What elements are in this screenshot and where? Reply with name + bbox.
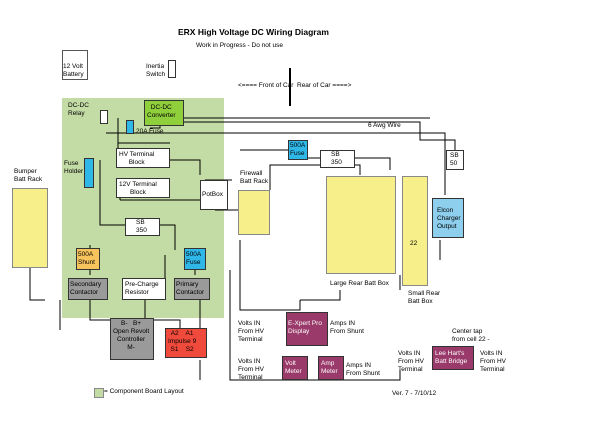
shunt-500a-label: 500A Shunt xyxy=(78,251,95,266)
fuse-20a-label: 20A Fuse xyxy=(136,128,164,135)
sb350-top-label: SB 350 xyxy=(331,151,342,166)
v12-terminal-block xyxy=(116,178,170,198)
sb50-label: SB 50 xyxy=(450,152,459,167)
secondary-contactor xyxy=(68,278,108,300)
fuse-500a-top xyxy=(288,140,308,160)
lee-hart-left-label: Volts IN From HV Terminal xyxy=(398,350,424,373)
version-label: Ver. 7 - 7/10/12 xyxy=(392,390,437,397)
dcdc-converter xyxy=(144,100,184,126)
precharge-resistor-label: Pre-Charge Resistor xyxy=(125,281,159,296)
sb350-top xyxy=(320,150,355,168)
dcdc-converter-label: DC-DC Converter xyxy=(147,104,176,119)
amp-meter-right-label: Amps IN From Shunt xyxy=(346,362,380,377)
controller-label: B- B+ Open Revolt Controller M- xyxy=(113,320,150,351)
precharge-resistor xyxy=(122,278,166,300)
sb350-center xyxy=(125,218,160,236)
cell-22-label: 22 xyxy=(410,240,418,247)
firewall-batt-rack xyxy=(238,190,270,235)
small-rear-label: Small Rear Batt Box xyxy=(408,290,441,305)
hv-terminal-label: HV Terminal Block xyxy=(119,151,155,166)
fuse-holder xyxy=(84,158,94,188)
potbox-label: PotBox xyxy=(202,191,223,198)
controller xyxy=(110,318,154,360)
front-of-car: <==== Front of Car xyxy=(238,82,294,89)
rear-of-car: Rear of Car ====> xyxy=(297,82,352,89)
lee-hart-right-label: Volts IN From HV Terminal xyxy=(480,350,506,373)
fuse-holder-label: Fuse Holder xyxy=(64,160,84,175)
amp-meter-label: Amp Meter xyxy=(321,360,338,375)
lee-hart-center-tap: Center tap from cell 22 - xyxy=(452,328,490,343)
small-rear-batt-box xyxy=(402,176,428,286)
fuse-500a-mid-label: 500A Fuse xyxy=(186,251,202,266)
page-title: ERX High Voltage DC Wiring Diagram xyxy=(178,27,329,37)
primary-contactor-label: Primary Contactor xyxy=(176,281,205,296)
fuse-500a-mid xyxy=(184,248,206,270)
bumper-rack-label: Bumper Batt Rack xyxy=(14,168,43,183)
primary-contactor xyxy=(174,278,210,300)
shunt-500a xyxy=(76,248,100,270)
page-subtitle: Work in Progress - Do not use xyxy=(196,42,283,49)
volt-meter-left-label: Volts IN From HV Terminal xyxy=(238,358,264,381)
potbox xyxy=(200,180,228,210)
impulse9-motor xyxy=(165,328,207,358)
inertia-switch xyxy=(168,60,176,78)
fuse-500a-top-label: 500A Fuse xyxy=(290,142,306,157)
wire-6awg-label: 6 Awg Wire xyxy=(368,122,401,129)
legend-swatch xyxy=(94,388,104,398)
legend-label: = Component Board Layout xyxy=(104,388,184,395)
expert-right-label: Amps IN From Shunt xyxy=(330,320,364,335)
elcon-charger-label: Elcon Charger Output xyxy=(437,207,461,230)
battery-12v-label: 12 Volt Battery xyxy=(63,63,84,78)
volt-meter-label: Volt Meter xyxy=(285,360,302,375)
expert-display-label: E-Xpert Pro Display xyxy=(288,320,322,335)
bumper-batt-rack xyxy=(12,188,48,268)
battery-12v xyxy=(62,50,88,80)
firewall-rack-label: Firewall Batt Rack xyxy=(240,170,269,185)
expert-pro-display xyxy=(286,312,328,346)
elcon-charger xyxy=(432,198,464,238)
inertia-switch-label: Inertia Switch xyxy=(146,63,166,78)
lee-hart-batt-bridge xyxy=(432,346,474,370)
volt-meter xyxy=(282,356,308,380)
impulse9-label: A2 A1 Impulse 9 S1 S2 xyxy=(168,330,197,353)
sb50 xyxy=(446,150,464,170)
expert-left-label: Volts IN From HV Terminal xyxy=(238,320,264,343)
secondary-contactor-label: Secondary Contactor xyxy=(70,281,102,296)
fuse-20a xyxy=(126,120,134,134)
hv-terminal-block xyxy=(116,148,170,168)
dcdc-relay-label: DC-DC Relay xyxy=(68,102,89,117)
v12-terminal-label: 12V Terminal Block xyxy=(119,181,157,196)
lee-hart-label: Lee Hart's Batt Bridge xyxy=(435,350,468,365)
sb350-center-label: SB 350 xyxy=(136,219,147,234)
large-rear-label: Large Rear Batt Box xyxy=(330,280,389,287)
amp-meter xyxy=(318,356,344,380)
large-rear-batt-box xyxy=(326,176,396,274)
dcdc-relay xyxy=(100,110,108,124)
